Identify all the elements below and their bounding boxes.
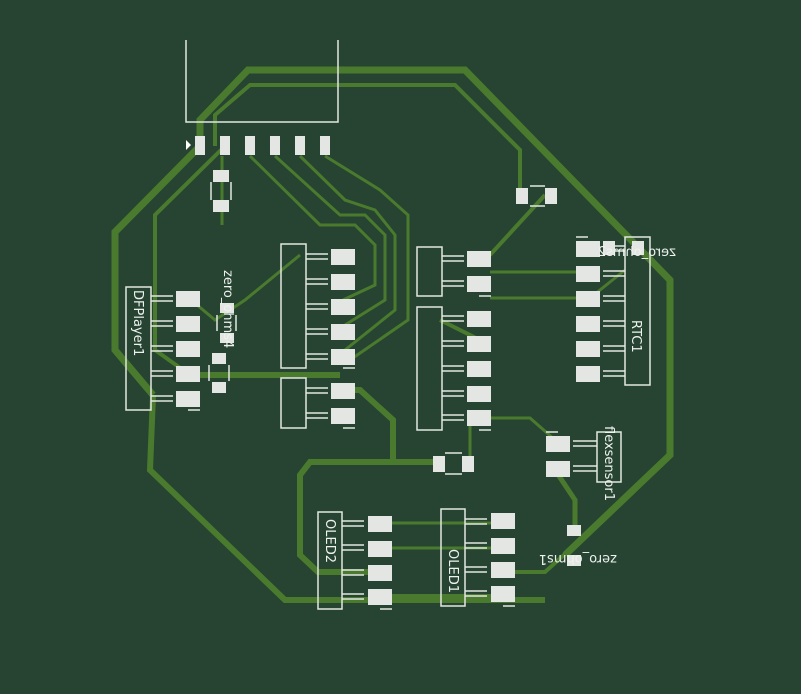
pad[interactable] [213, 170, 229, 182]
pad[interactable] [433, 456, 445, 472]
pad[interactable] [491, 513, 515, 529]
rtc-component[interactable]: RTC1 [576, 236, 651, 386]
pad[interactable] [545, 188, 557, 204]
pad[interactable] [567, 555, 581, 566]
pad[interactable] [331, 324, 355, 340]
pad[interactable] [576, 316, 600, 332]
header-right-a[interactable] [416, 246, 491, 297]
oled1-label: OLED1 [445, 549, 460, 593]
pad[interactable] [320, 136, 330, 155]
pad[interactable] [176, 366, 200, 382]
trace[interactable] [324, 154, 410, 362]
trace[interactable] [153, 144, 227, 377]
header-left-b[interactable] [280, 377, 355, 429]
zero-ohms-1-component[interactable]: zero_ohms1 [539, 525, 617, 566]
flexsensor-component[interactable]: flexsensor1 [546, 426, 622, 501]
pad[interactable] [516, 188, 528, 204]
trace[interactable] [248, 154, 377, 302]
pad[interactable] [462, 456, 474, 472]
pad[interactable] [467, 311, 491, 327]
pad[interactable] [331, 274, 355, 290]
zero-ohms-2-label: zero_ohms2 [598, 245, 676, 260]
pad[interactable] [331, 383, 355, 399]
header-right-b[interactable] [416, 306, 491, 431]
dfplayer-label: DFPlayer1 [130, 290, 145, 356]
pad[interactable] [632, 241, 644, 255]
trace[interactable] [490, 416, 556, 442]
oled2-component[interactable]: OLED2 [317, 511, 392, 610]
pad[interactable] [176, 316, 200, 332]
pad[interactable] [368, 589, 392, 605]
oled1-component[interactable]: OLED1 [440, 508, 515, 607]
pad[interactable] [467, 386, 491, 402]
pad[interactable] [467, 410, 491, 426]
pad[interactable] [212, 382, 226, 393]
pad[interactable] [567, 525, 581, 536]
resistor-middle[interactable] [433, 452, 474, 475]
trace[interactable] [343, 387, 440, 465]
pad[interactable] [331, 408, 355, 424]
pad[interactable] [368, 541, 392, 557]
trace[interactable] [196, 66, 674, 558]
pad[interactable] [368, 565, 392, 581]
pad[interactable] [176, 341, 200, 357]
pad[interactable] [576, 341, 600, 357]
zero-ohms-4-component[interactable]: zero_ohms4 [208, 270, 237, 393]
zero-ohms-1-label: zero_ohms1 [539, 551, 617, 566]
pad[interactable] [331, 249, 355, 265]
resistor-right[interactable] [516, 185, 557, 207]
pad[interactable] [467, 251, 491, 267]
pad[interactable] [295, 136, 305, 155]
trace[interactable] [298, 154, 397, 352]
pad[interactable] [220, 136, 230, 155]
resistor-top[interactable] [210, 170, 232, 212]
pad[interactable] [195, 136, 205, 155]
pad[interactable] [576, 241, 600, 257]
pad[interactable] [331, 299, 355, 315]
pad[interactable] [491, 538, 515, 554]
pad[interactable] [546, 461, 570, 477]
pad[interactable] [212, 353, 226, 364]
trace[interactable] [552, 468, 578, 530]
pad[interactable] [220, 303, 234, 313]
trace[interactable] [488, 193, 547, 257]
pad[interactable] [576, 366, 600, 382]
pad[interactable] [603, 241, 615, 255]
pad[interactable] [331, 349, 355, 365]
pad[interactable] [467, 361, 491, 377]
trace[interactable] [189, 253, 301, 322]
flexsensor-label: flexsensor1 [601, 426, 616, 501]
header-top[interactable] [185, 40, 339, 155]
pad[interactable] [220, 333, 234, 343]
pad[interactable] [467, 276, 491, 292]
pad[interactable] [546, 436, 570, 452]
trace[interactable] [515, 543, 577, 574]
pad[interactable] [176, 291, 200, 307]
oled2-label: OLED2 [322, 519, 337, 563]
pad[interactable] [245, 136, 255, 155]
trace[interactable] [490, 268, 626, 300]
header-left-a[interactable] [280, 243, 355, 369]
pad[interactable] [576, 266, 600, 282]
pad[interactable] [491, 586, 515, 602]
dfplayer-component[interactable]: DFPlayer1 [125, 286, 200, 411]
pad[interactable] [213, 200, 229, 212]
pad[interactable] [576, 291, 600, 307]
trace[interactable] [273, 154, 387, 327]
trace[interactable] [297, 459, 393, 575]
pad[interactable] [368, 516, 392, 532]
pad[interactable] [270, 136, 280, 155]
zero-ohms-4-label: zero_ohms4 [220, 270, 235, 348]
trace[interactable] [213, 83, 522, 190]
trace[interactable] [111, 143, 203, 398]
pad[interactable] [176, 391, 200, 407]
dfplayer-pins [151, 291, 200, 411]
rtc-label: RTC1 [628, 320, 643, 353]
pad[interactable] [491, 562, 515, 578]
pad[interactable] [467, 336, 491, 352]
pin1-marker-icon [186, 140, 191, 150]
zero-ohms-2-component[interactable]: zero_ohms2 [598, 241, 676, 260]
